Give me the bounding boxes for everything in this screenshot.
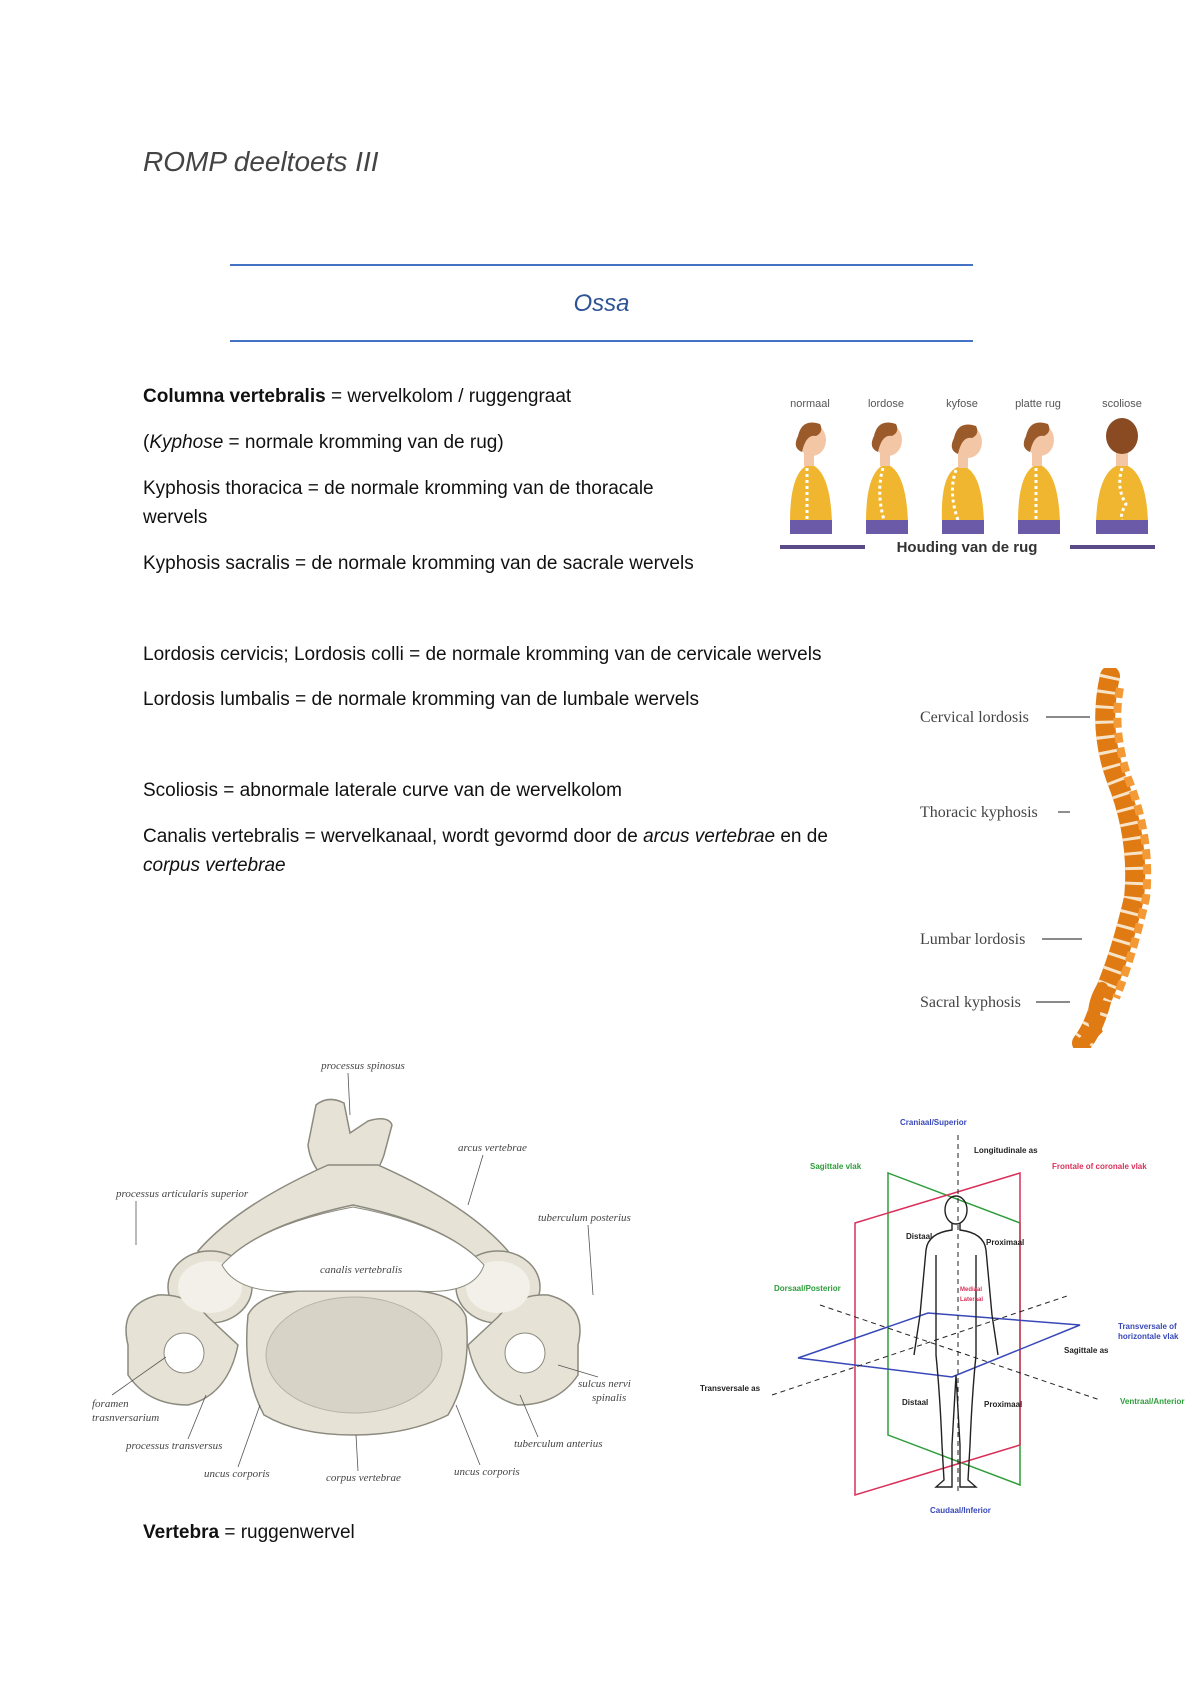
text-line: Kyphosis thoracica = de normale kromming… xyxy=(143,478,654,499)
term-arcus-vertebrae: arcus vertebrae xyxy=(643,826,776,847)
sagittal-plane xyxy=(887,1171,1021,1487)
posture-person-platte-rug xyxy=(1018,422,1060,534)
label-distaal-top: Distaal xyxy=(906,1232,932,1241)
caption-line-right xyxy=(1070,545,1155,549)
section-top-rule xyxy=(230,264,973,266)
label-sagittal-plane: Sagittale vlak xyxy=(810,1162,862,1171)
document-title: ROMP deeltoets III xyxy=(143,146,379,177)
vertebral-body-surface xyxy=(265,1296,443,1414)
term-columna-vertebralis: Columna vertebralis xyxy=(143,386,326,407)
spine-label: Thoracic kyphosis xyxy=(920,804,1038,821)
label-proximaal-bottom: Proximaal xyxy=(984,1400,1022,1409)
foramen-transversarium-right xyxy=(504,1332,546,1374)
text-line: Canalis vertebralis = wervelkanaal, word… xyxy=(143,822,828,851)
label-caudal: Caudaal/Inferior xyxy=(930,1506,991,1515)
vertebra-figure: processus spinosus arcus vertebrae proce… xyxy=(88,1055,648,1495)
text-line: corpus vertebrae xyxy=(143,851,828,880)
posture-person-normaal xyxy=(790,422,832,534)
label-proximaal-top: Proximaal xyxy=(986,1238,1024,1247)
text-line: wervels xyxy=(143,507,208,528)
paragraph-lordosis-lumbalis: Lordosis lumbalis = de normale kromming … xyxy=(143,689,700,710)
label-mediaal: Mediaal xyxy=(960,1287,982,1293)
label-processus-spinosus: processus spinosus xyxy=(320,1060,405,1072)
term-corpus-vertebrae: corpus vertebrae xyxy=(143,855,286,876)
spine-column xyxy=(1072,666,1152,1053)
paragraph-kyphosis-sacralis: Kyphosis sacralis = de normale kromming … xyxy=(143,553,694,574)
posture-illustration: normaal lordose kyfose platte rug scolio… xyxy=(780,398,1155,556)
label-foramen-line2: trasnversarium xyxy=(92,1412,159,1424)
spine-label: Lumbar lordosis xyxy=(920,931,1025,948)
label-lateraal: Lateraal xyxy=(960,1297,983,1303)
posture-caption: Houding van de rug xyxy=(897,539,1038,556)
label-arcus-vertebrae: arcus vertebrae xyxy=(458,1142,527,1154)
definition-text: = normale kromming van de rug) xyxy=(223,432,504,453)
label-transversal-plane-1: Transversale of xyxy=(1118,1322,1177,1331)
open-paren: ( xyxy=(143,432,150,453)
spine-illustration: Cervical lordosis Thoracic kyphosis Lumb… xyxy=(920,666,1152,1053)
spine-figure: Cervical lordosis Thoracic kyphosis Lumb… xyxy=(920,666,1170,1053)
posture-person-kyfose xyxy=(941,424,984,534)
section-bottom-rule xyxy=(230,340,973,342)
label-tuberculum-posterius: tuberculum posterius xyxy=(538,1212,631,1224)
section-title: Ossa xyxy=(573,290,630,317)
posture-person-scoliose xyxy=(1096,418,1148,534)
label-dorsal: Dorsaal/Posterior xyxy=(774,1284,841,1293)
paragraph-kyphosis-thoracica: Kyphosis thoracica = de normale kromming… xyxy=(143,474,654,532)
paragraph-scoliosis: Scoliosis = abnormale laterale curve van… xyxy=(143,780,622,801)
definition-text: = ruggenwervel xyxy=(219,1522,355,1543)
text-segment: en de xyxy=(775,826,828,847)
label-sulcus-line1: sulcus nervi xyxy=(578,1378,631,1390)
sagittal-axis xyxy=(819,1304,1101,1401)
label-corpus-vertebrae: corpus vertebrae xyxy=(326,1472,401,1484)
spine-label: Sacral kyphosis xyxy=(920,994,1021,1011)
paragraph-canalis-vertebralis: Canalis vertebralis = wervelkanaal, word… xyxy=(143,822,828,880)
posture-person-lordose xyxy=(866,422,908,534)
label-sulcus-line2: spinalis xyxy=(592,1392,626,1404)
label-uncus-corporis-right: uncus corporis xyxy=(454,1466,520,1478)
posture-label: normaal xyxy=(790,398,830,410)
posture-label: lordose xyxy=(868,398,904,410)
spine-label: Cervical lordosis xyxy=(920,709,1029,726)
label-cranial: Craniaal/Superior xyxy=(900,1118,967,1127)
term-vertebra: Vertebra xyxy=(143,1522,220,1543)
human-figure xyxy=(913,1195,999,1488)
label-canalis-vertebralis: canalis vertebralis xyxy=(320,1264,402,1276)
frontal-plane xyxy=(854,1171,1021,1497)
transversal-plane xyxy=(797,1312,1081,1378)
label-longitudinal-axis: Longitudinale as xyxy=(974,1146,1038,1155)
label-processus-articularis-superior: processus articularis superior xyxy=(115,1188,249,1200)
posture-label: scoliose xyxy=(1102,398,1142,410)
label-transversal-axis: Transversale as xyxy=(700,1384,761,1393)
vertebra-illustration: processus spinosus arcus vertebrae proce… xyxy=(92,1060,631,1484)
paragraph-columna-vertebralis: Columna vertebralis = wervelkolom / rugg… xyxy=(143,382,571,411)
label-sagittal-axis: Sagittale as xyxy=(1064,1346,1109,1355)
definition-text: = wervelkolom / ruggengraat xyxy=(325,386,572,407)
transversal-axis xyxy=(771,1294,1071,1396)
posture-figure: normaal lordose kyfose platte rug scolio… xyxy=(780,392,1160,567)
label-transversal-plane-2: horizontale vlak xyxy=(1118,1332,1179,1341)
paragraph-vertebra: Vertebra = ruggenwervel xyxy=(143,1518,355,1547)
label-ventral: Ventraal/Anterior xyxy=(1120,1397,1184,1406)
label-uncus-corporis-left: uncus corporis xyxy=(204,1468,270,1480)
text-segment: Canalis vertebralis = wervelkanaal, word… xyxy=(143,826,644,847)
label-foramen-line1: foramen xyxy=(92,1398,129,1410)
label-distaal-bottom: Distaal xyxy=(902,1398,928,1407)
posture-label: kyfose xyxy=(946,398,978,410)
paragraph-kyphose: (Kyphose = normale kromming van de rug) xyxy=(143,428,504,457)
caption-line-left xyxy=(780,545,865,549)
label-processus-transversus: processus transversus xyxy=(125,1440,222,1452)
foramen-transversarium-left xyxy=(163,1332,205,1374)
canalis-vertebralis-opening xyxy=(221,1206,485,1292)
articular-facet-right xyxy=(466,1261,530,1313)
anatomical-planes-illustration: Craniaal/Superior Longitudinale as Sagit… xyxy=(700,1118,1184,1515)
posture-label: platte rug xyxy=(1015,398,1061,410)
leader-lines xyxy=(111,1072,599,1472)
term-kyphose: Kyphose xyxy=(149,432,224,453)
label-frontal-plane: Frontale of coronale vlak xyxy=(1052,1162,1147,1171)
paragraph-lordosis-cervicis: Lordosis cervicis; Lordosis colli = de n… xyxy=(143,644,822,665)
articular-facet-left xyxy=(178,1261,242,1313)
label-tuberculum-anterius: tuberculum anterius xyxy=(514,1438,603,1450)
anatomical-planes-figure: Craniaal/Superior Longitudinale as Sagit… xyxy=(690,1115,1195,1515)
